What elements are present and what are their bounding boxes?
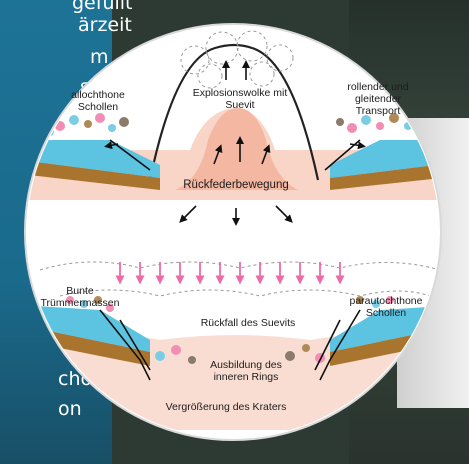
panel-separator <box>0 236 469 246</box>
label-allochthone: allochthoneSchollen <box>71 89 125 113</box>
label-crater-growth: Vergrößerung des Kraters <box>166 401 287 413</box>
label-transport: rollender undgleitenderTransport <box>347 81 408 117</box>
label-inner-rings: Ausbildung desinneren Rings <box>210 359 282 383</box>
label-rueckfall: Rückfall des Suevits <box>201 317 296 329</box>
label-rebound: Rückfederbewegung <box>183 179 289 191</box>
